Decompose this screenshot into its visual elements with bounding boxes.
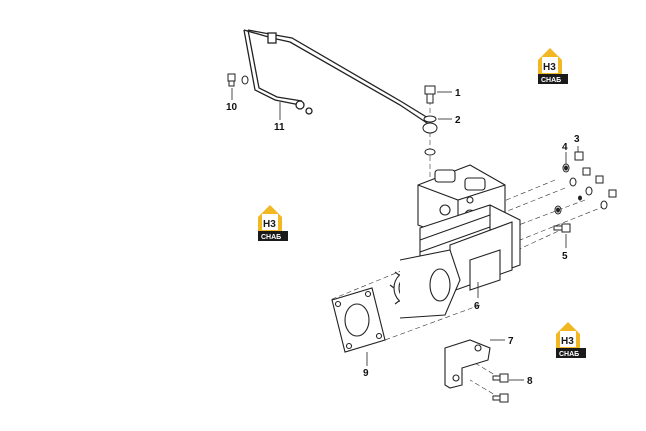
callout-labels: 1 2 3 4 5 6 7 8 9 10 11 [226,88,580,387]
callout-4: 4 [562,142,568,153]
callout-10: 10 [226,102,238,113]
leader-lines [231,88,579,381]
watermark-logo: H3 CHAБ [258,205,288,241]
watermark-text: CHAБ [541,77,561,84]
bracket-icon [444,339,491,389]
bolt-icon [492,373,509,403]
banjo-bolt [422,85,438,156]
callout-7: 7 [508,336,514,347]
callout-8: 8 [527,376,533,387]
watermark-mark: H3 [561,336,574,347]
callout-5: 5 [562,251,568,262]
watermark-text: CHAБ [261,234,281,241]
air-compressor-icon [389,164,521,319]
watermark-logo: H3 CHAБ [556,322,586,358]
bolt-icon [553,223,571,233]
watermark-logo: H3 CHAБ [538,48,568,84]
watermark-mark: H3 [263,219,276,230]
watermark-mark: H3 [543,62,556,73]
callout-9: 9 [363,368,369,379]
callout-3: 3 [574,134,580,145]
watermark-text: CHAБ [559,351,579,358]
callout-1: 1 [455,88,461,99]
nut-icon [554,151,617,215]
callout-6: 6 [474,301,480,312]
callout-11: 11 [274,122,285,133]
washer-icon [556,165,582,213]
gasket-icon [331,287,386,353]
brake-pipe-icon [243,29,434,126]
bolt-icon [227,73,249,87]
callout-2: 2 [455,115,461,126]
